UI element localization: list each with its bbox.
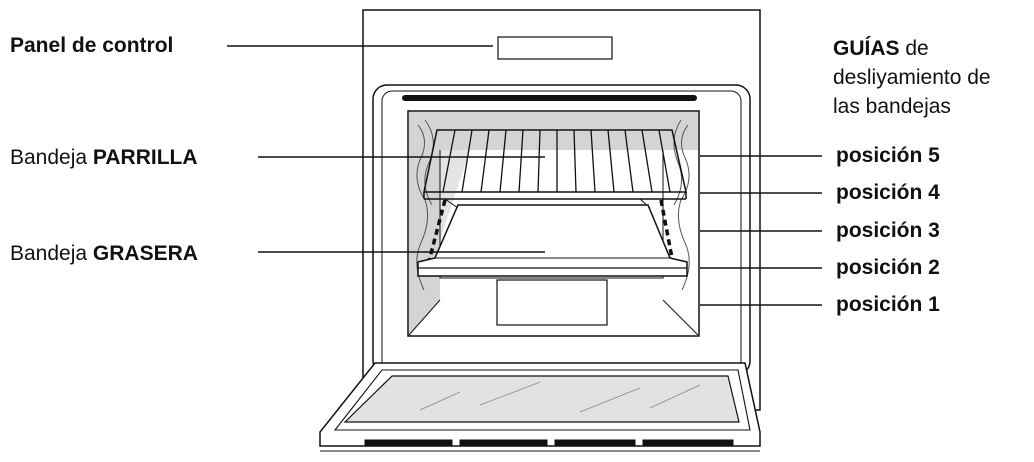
label-guides-line2: desliyamiento de [833,66,991,89]
label-drip-tray-prefix: Bandeja [10,242,88,265]
label-guides: GUÍAS de desliyamiento de las bandejas [833,34,991,121]
door-glass [343,375,740,423]
label-control-panel: Panel de control [10,34,174,57]
label-grill-rack-prefix: Bandeja [10,146,88,169]
label-position-4: posición 4 [836,181,940,204]
oven-door [319,362,761,452]
label-drip-tray-name: GRASERA [92,242,198,265]
label-position-1: posición 1 [836,293,940,316]
drip-tray [417,204,688,277]
control-panel-display [497,36,613,60]
grill-rack [423,129,687,209]
label-position-2: posición 2 [836,256,940,279]
label-grill-rack: Bandeja PARRILLA [10,146,198,170]
label-position-3: posición 3 [836,219,940,242]
label-grill-rack-name: PARRILLA [92,146,198,169]
label-guides-line1: de [905,37,929,60]
label-drip-tray: Bandeja GRASERA [10,242,198,266]
label-guides-title: GUÍAS [833,37,900,60]
label-position-5: posición 5 [836,144,940,167]
label-guides-line3: las bandejas [833,95,951,118]
